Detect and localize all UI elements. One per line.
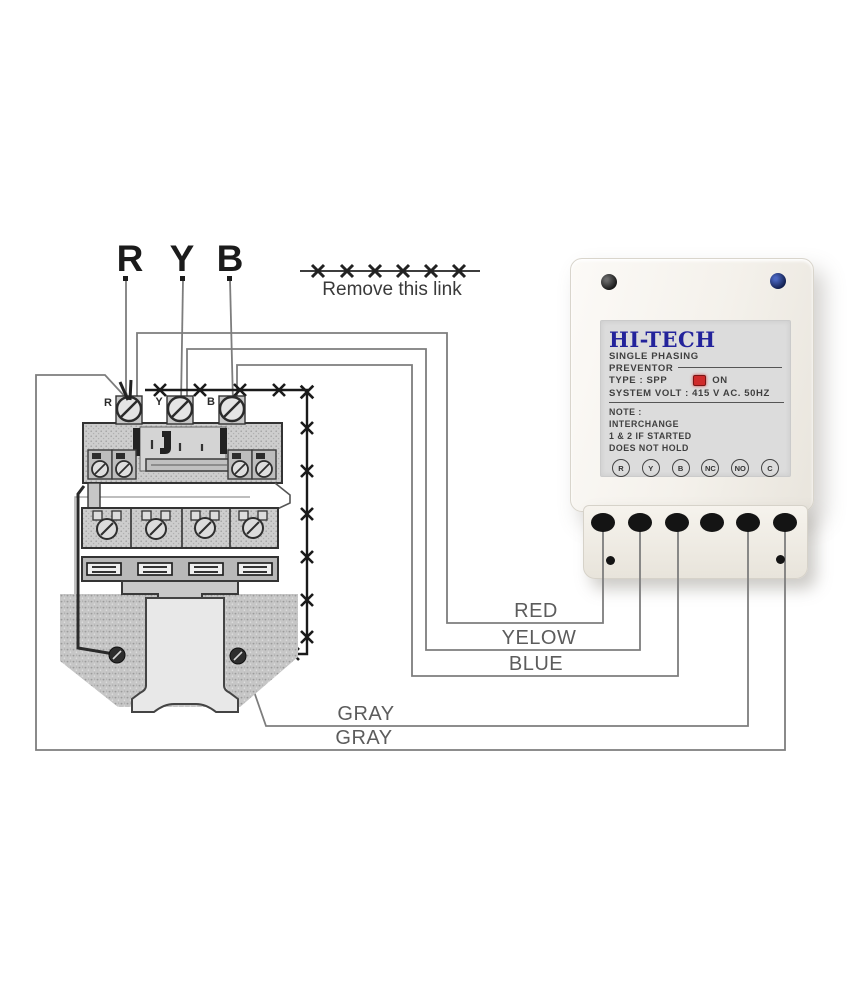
supply-line-r	[125, 280, 130, 403]
contactor-phase-screws	[115, 379, 246, 425]
contactor-illustration	[60, 379, 298, 713]
terminal-circle-r: R	[612, 459, 630, 477]
wire-label-gray-bottom: GRAY	[335, 727, 393, 749]
device-screw-right-blue	[770, 273, 786, 289]
wire-label-yellow: YELOW	[501, 627, 577, 649]
contactor-label-b: B	[207, 396, 215, 408]
type-label: TYPE : SPP	[609, 375, 668, 386]
note-line3: DOES NOT HOLD	[609, 443, 689, 453]
label-divider	[609, 402, 784, 403]
wire-gray-top-path	[242, 524, 749, 727]
terminal-oval-5	[736, 513, 760, 532]
contactor-label-y: Y	[155, 396, 163, 408]
terminal-oval-4	[700, 513, 724, 532]
terminal-oval-3	[665, 513, 689, 532]
note-line1: INTERCHANGE	[609, 419, 680, 429]
terminal-circle-nc: NC	[701, 459, 720, 477]
terminal-circle-y: Y	[641, 459, 660, 477]
supply-line-y	[180, 279, 184, 404]
brand-text: HI-TECH	[609, 327, 716, 352]
terminal-oval-1	[591, 513, 615, 532]
motor-spool	[131, 597, 239, 713]
flange-dot-right	[776, 555, 785, 564]
label-rule	[678, 367, 782, 369]
overload-terminal-block	[81, 507, 279, 549]
wire-blue-path	[236, 364, 679, 677]
terminal-oval-6	[773, 513, 797, 532]
contactor-label-r: R	[104, 397, 112, 409]
product-line1: SINGLE PHASING	[609, 351, 699, 362]
preventor-device-flange	[583, 505, 808, 579]
wire-label-red: RED	[514, 600, 558, 622]
system-volt-label: SYSTEM VOLT : 415 V AC. 50HZ	[609, 387, 770, 399]
heater-bar	[81, 556, 279, 582]
wire-gray-bottom-path	[35, 374, 786, 751]
phase-label-r: R	[116, 238, 144, 279]
terminal-circle-no: NO	[731, 459, 750, 477]
wire-label-gray-top: GRAY	[337, 703, 395, 725]
product-line2: PREVENTOR	[609, 362, 674, 374]
terminal-circle-b: B	[671, 459, 690, 477]
wire-red-path	[136, 332, 604, 624]
supply-line-b	[229, 279, 234, 404]
power-led-indicator	[693, 375, 707, 387]
phase-label-b: B	[216, 238, 244, 279]
leader-dots	[123, 276, 232, 281]
flange-dot-left	[606, 556, 615, 565]
on-label: ON	[712, 375, 728, 386]
device-terminal-legend: R Y B NC NO C	[609, 454, 784, 477]
device-screw-left	[601, 274, 617, 290]
wire-label-blue: BLUE	[508, 653, 564, 675]
wire-yellow-path	[186, 348, 641, 651]
note-line2: 1 & 2 IF STARTED	[609, 431, 692, 441]
remove-link-label: Remove this link	[322, 279, 462, 300]
terminal-circle-c: C	[760, 459, 779, 477]
contactor-top-block	[82, 422, 283, 484]
note-heading: NOTE :	[609, 407, 642, 417]
device-label-plate: HI-TECH SINGLE PHASING PREVENTOR TYPE : …	[600, 320, 791, 477]
phase-label-y: Y	[169, 238, 195, 279]
remove-link-line	[300, 263, 480, 279]
terminal-oval-2	[628, 513, 652, 532]
